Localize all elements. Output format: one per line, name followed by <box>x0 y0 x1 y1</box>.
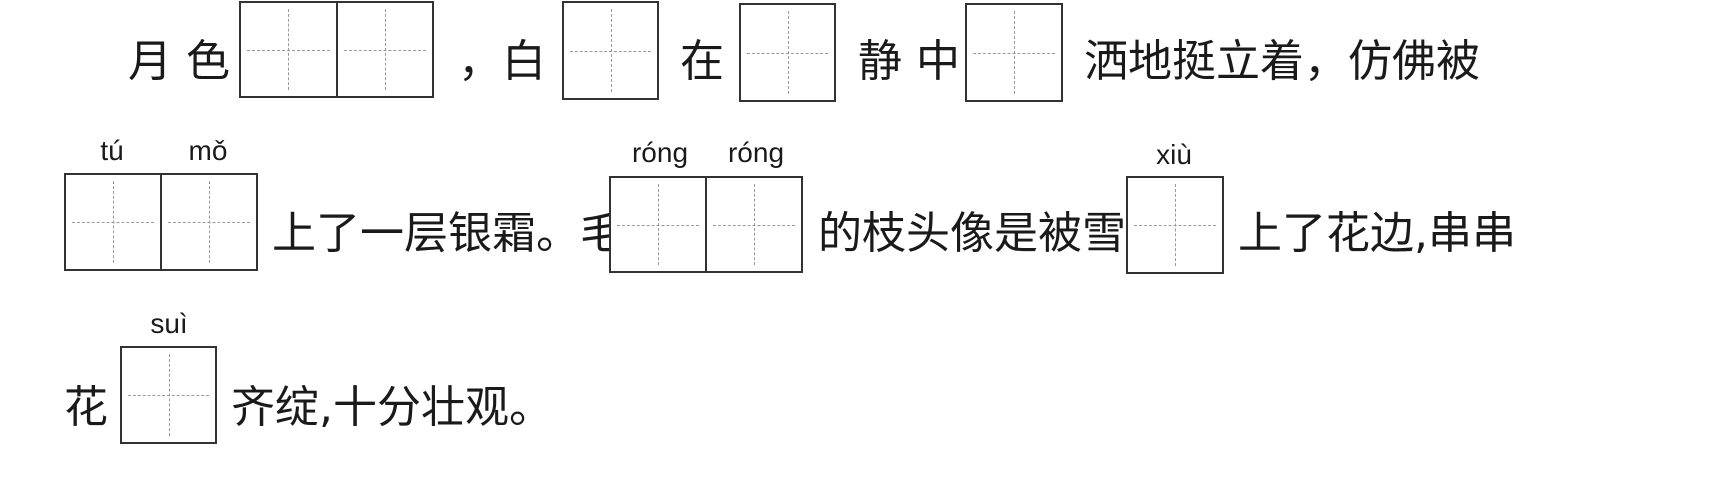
text-segment: 上了花边,串串 <box>1238 208 1516 259</box>
char-cell[interactable] <box>705 178 801 271</box>
answer-box-two-char[interactable] <box>609 176 803 273</box>
char-cell[interactable] <box>160 175 256 269</box>
text-segment: 上了一层银霜。毛 <box>272 208 624 259</box>
char-cell[interactable] <box>741 5 834 100</box>
answer-box-two-char[interactable] <box>64 173 258 271</box>
text-segment: 花 <box>64 382 108 433</box>
pinyin-label: mǒ <box>188 135 228 166</box>
pinyin-label: róng <box>727 137 785 168</box>
text-segment: ，白 <box>458 36 546 87</box>
answer-box-one-char[interactable] <box>739 3 836 102</box>
text-segment: 洒地挺立着，仿佛被 <box>1084 36 1480 87</box>
text-segment: 的枝头像是被雪 <box>818 208 1126 259</box>
char-cell[interactable] <box>66 175 160 269</box>
text-segment: 静 中 <box>858 36 960 87</box>
char-cell[interactable] <box>241 3 336 96</box>
answer-box-one-char[interactable] <box>1126 176 1224 274</box>
char-cell[interactable] <box>335 3 433 96</box>
pinyin-label: tú <box>100 135 124 166</box>
text-segment: 齐绽,十分壮观。 <box>231 382 553 433</box>
answer-box-one-char[interactable] <box>965 3 1063 102</box>
char-cell[interactable] <box>1128 178 1222 272</box>
char-cell[interactable] <box>967 5 1061 100</box>
answer-box-one-char[interactable] <box>562 1 659 100</box>
pinyin-label: róng <box>631 137 689 168</box>
answer-box-one-char[interactable] <box>120 346 217 444</box>
pinyin-label: suì <box>150 308 188 339</box>
char-cell[interactable] <box>611 178 705 271</box>
text-segment: 在 <box>680 36 724 87</box>
answer-box-two-char[interactable] <box>239 1 434 98</box>
char-cell[interactable] <box>564 3 657 98</box>
char-cell[interactable] <box>122 348 215 442</box>
pinyin-label: xiù <box>1156 139 1192 170</box>
text-segment: 月 色 <box>128 36 230 87</box>
